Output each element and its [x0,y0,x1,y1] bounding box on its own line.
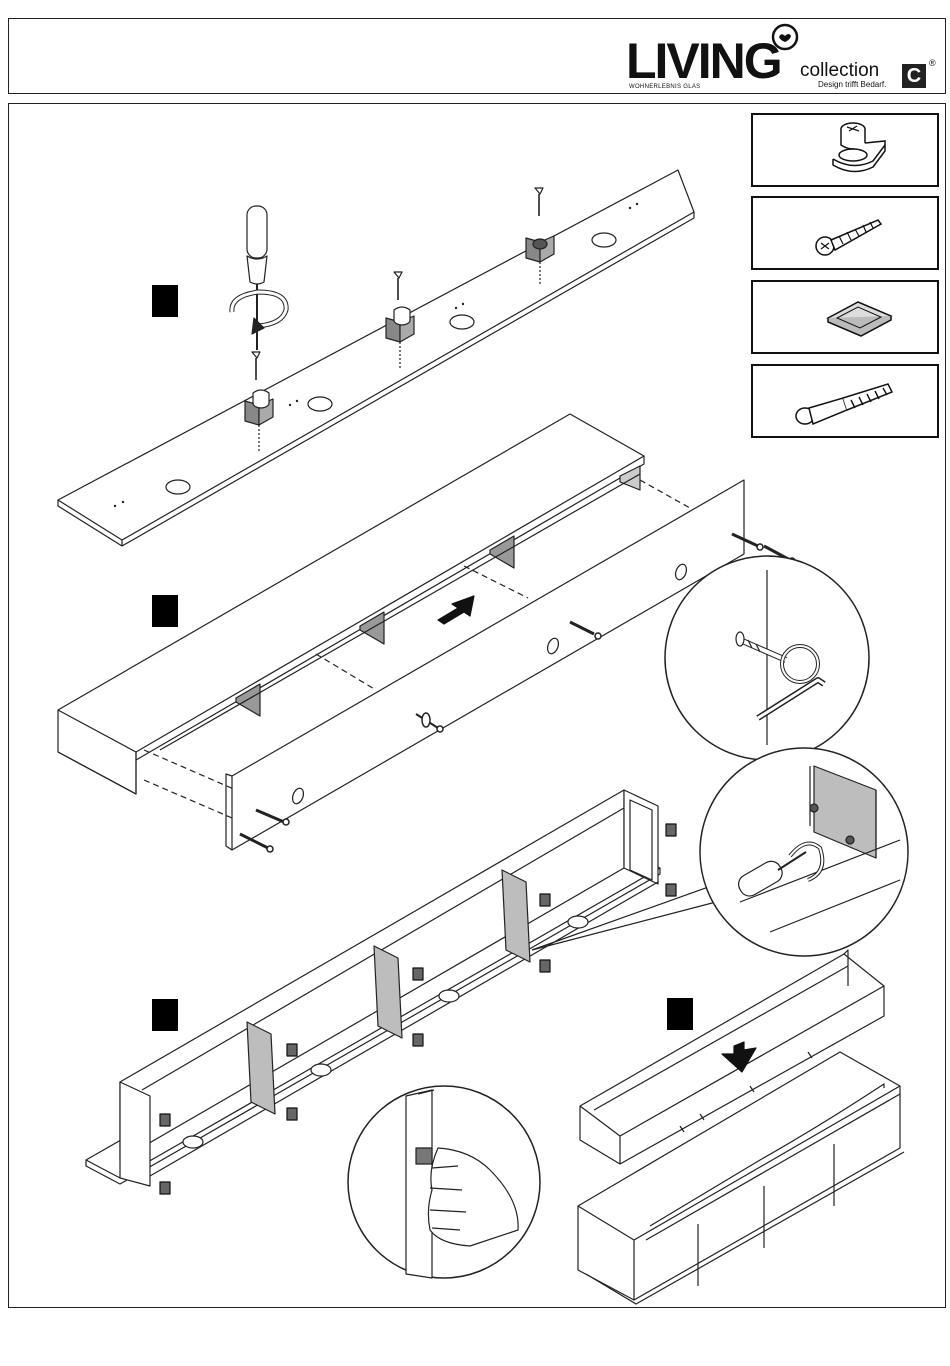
detail-circle-felt-pad [348,1086,540,1278]
step-4-assembly [578,950,904,1304]
detail-circle-bolt [665,556,869,760]
detail-circle-screwdriver [700,748,908,956]
step-1-top-panel [58,170,694,546]
screwdriver-icon [232,206,286,350]
